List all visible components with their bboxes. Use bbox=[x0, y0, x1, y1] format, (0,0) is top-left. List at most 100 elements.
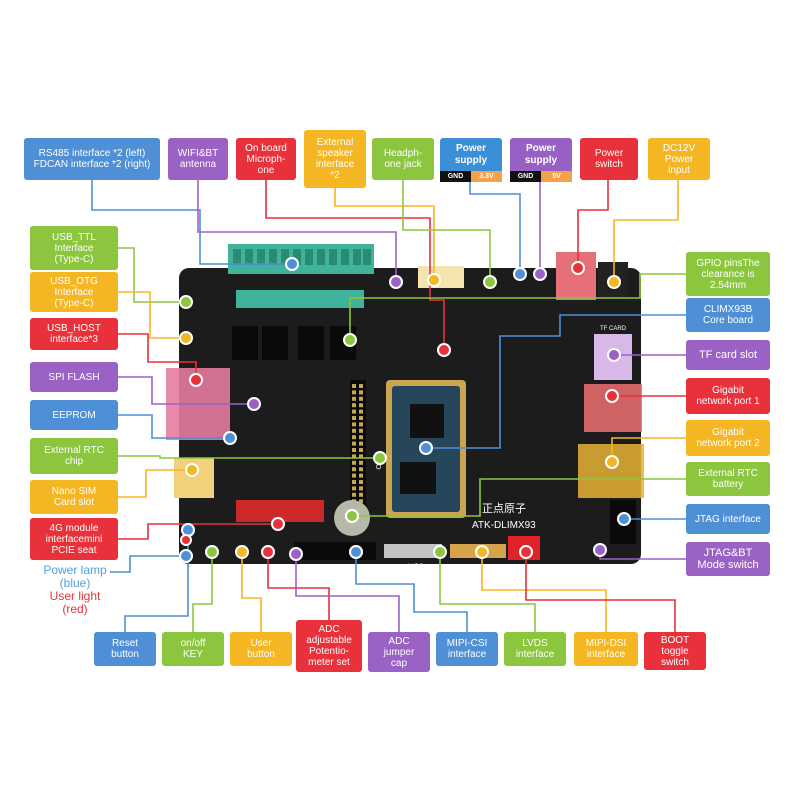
gpio-pin bbox=[352, 448, 356, 452]
gpio-pin bbox=[352, 467, 356, 472]
gpio-pin bbox=[359, 499, 363, 504]
model-silk: ATK-DLIMX93 bbox=[472, 520, 536, 531]
gpio-pin bbox=[359, 416, 363, 420]
terminal-green-blocks bbox=[236, 290, 364, 308]
gpio-pin bbox=[359, 384, 363, 388]
marker-wifi bbox=[389, 275, 403, 289]
label-ext-rtc-chip: External RTC chip bbox=[30, 438, 118, 474]
power-5v-gnd: GND bbox=[510, 171, 541, 182]
leader-power-3v3 bbox=[469, 182, 521, 274]
leader-nano-sim bbox=[118, 469, 192, 498]
label-mipi-csi: MIPI-CSI interface bbox=[436, 632, 498, 666]
gpio-pin bbox=[359, 460, 363, 465]
marker-power-5v bbox=[533, 267, 547, 281]
label-boot-switch: BOOT toggle switch bbox=[644, 632, 706, 670]
leader-markers bbox=[179, 257, 631, 563]
marker-adc-pot bbox=[261, 545, 275, 559]
leader-gpio bbox=[349, 273, 686, 340]
label-nano-sim: Nano SIM Card slot bbox=[30, 480, 118, 514]
leader-reset bbox=[124, 530, 189, 632]
label-mipi-dsi: MIPI-DSI interface bbox=[574, 632, 638, 666]
label-usb-otg: USB_OTG Interface (Type-C) bbox=[30, 272, 118, 312]
label-gpio: GPIO pinsThe clearance is 2.54mm bbox=[686, 252, 770, 296]
lvds-connector-part bbox=[384, 544, 442, 558]
tf-silk: TF CARD bbox=[600, 326, 627, 332]
gpio-pin bbox=[352, 428, 356, 433]
label-adc-pot: ADC adjustable Potentio- meter set bbox=[296, 620, 362, 672]
label-wifi-antenna: WIFI&BT antenna bbox=[168, 138, 228, 180]
gpio-pin bbox=[352, 486, 356, 491]
leader-mipi-csi bbox=[355, 552, 468, 632]
gpio-pin bbox=[352, 384, 356, 388]
leader-mic bbox=[265, 180, 445, 350]
label-microphone: On board Microph- one bbox=[236, 138, 296, 180]
label-jtag-bt-switch: JTAG&BT Mode switch bbox=[686, 542, 770, 576]
label-4g-module: 4G module interfacemini PCIE seat bbox=[30, 518, 118, 560]
transceiver-chips bbox=[232, 326, 356, 360]
leader-headphone bbox=[402, 180, 491, 282]
label-tf-card: TF card slot bbox=[686, 340, 770, 370]
marker-dc12v bbox=[607, 275, 621, 289]
leader-lines bbox=[91, 180, 686, 632]
gpio-pin bbox=[359, 448, 363, 452]
lvds-silk: LVDS bbox=[408, 564, 423, 570]
label-speaker: External speaker interface *2 bbox=[304, 130, 366, 188]
gpio-pin bbox=[359, 396, 363, 401]
gpio-pin bbox=[359, 454, 363, 459]
marker-mipi-dsi bbox=[475, 545, 489, 559]
marker-headphone bbox=[483, 275, 497, 289]
label-usb-host: USB_HOST interface*3 bbox=[30, 318, 118, 350]
marker-gbe1 bbox=[605, 389, 619, 403]
marker-power-3v3 bbox=[513, 267, 527, 281]
label-gigabit-1: Gigabit network port 1 bbox=[686, 378, 770, 414]
label-rtc-battery: External RTC battery bbox=[686, 462, 770, 496]
power-5v-title: Power supply bbox=[510, 138, 572, 171]
gpio-pin bbox=[352, 422, 356, 427]
leader-spi-flash bbox=[118, 376, 254, 405]
gpio-pin bbox=[359, 422, 363, 427]
leader-4g-module bbox=[118, 523, 278, 540]
label-eeprom: EEPROM bbox=[30, 400, 118, 430]
gpio-pin bbox=[359, 403, 363, 408]
terminal-screws bbox=[233, 249, 371, 265]
leader-core-board bbox=[426, 314, 686, 449]
power-3v3-gnd: GND bbox=[440, 171, 471, 182]
marker-tf-card bbox=[607, 348, 621, 362]
marker-usb-otg bbox=[179, 331, 193, 345]
gpio-pin bbox=[352, 460, 356, 465]
marker-speaker bbox=[427, 273, 441, 287]
label-spi-flash: SPI FLASH bbox=[30, 362, 118, 392]
marker-onoff bbox=[205, 545, 219, 559]
leader-speaker bbox=[334, 188, 435, 280]
gpio-pin bbox=[352, 416, 356, 420]
leader-rtc-battery bbox=[352, 478, 686, 517]
marker-user-light bbox=[180, 534, 192, 546]
power-switch-part bbox=[556, 252, 596, 300]
gpio-pin bbox=[359, 428, 363, 433]
leader-eeprom bbox=[118, 414, 230, 439]
gpio-pin bbox=[352, 480, 356, 484]
leader-lvds bbox=[439, 552, 536, 632]
marker-power-lamp bbox=[179, 549, 193, 563]
label-power-5v: Power supply GND 5V bbox=[510, 138, 572, 182]
leader-boot bbox=[525, 552, 676, 632]
marker-usb-host bbox=[189, 373, 203, 387]
gpio-pin bbox=[359, 409, 363, 414]
marker-lvds bbox=[433, 545, 447, 559]
leader-mipi-dsi bbox=[481, 552, 607, 632]
marker-user-button bbox=[235, 545, 249, 559]
brand-silk: 正点原子 bbox=[482, 502, 526, 515]
gpio-pin bbox=[352, 403, 356, 408]
marker-4g-module bbox=[271, 517, 285, 531]
marker-gbe2 bbox=[605, 455, 619, 469]
label-gigabit-2: Gigabit network port 2 bbox=[686, 420, 770, 456]
ethernet-port-2 bbox=[578, 444, 644, 498]
power-5v-voltage: 5V bbox=[541, 171, 572, 182]
leader-dc12v bbox=[613, 180, 679, 282]
marker-mipi-csi bbox=[349, 545, 363, 559]
leader-user-button bbox=[241, 552, 262, 632]
label-user-light: User light (red) bbox=[49, 589, 101, 616]
marker-nano-sim bbox=[185, 463, 199, 477]
label-power-lamp: Power lamp (blue) bbox=[43, 563, 107, 590]
power-3v3-voltage: 3.3V bbox=[471, 171, 502, 182]
